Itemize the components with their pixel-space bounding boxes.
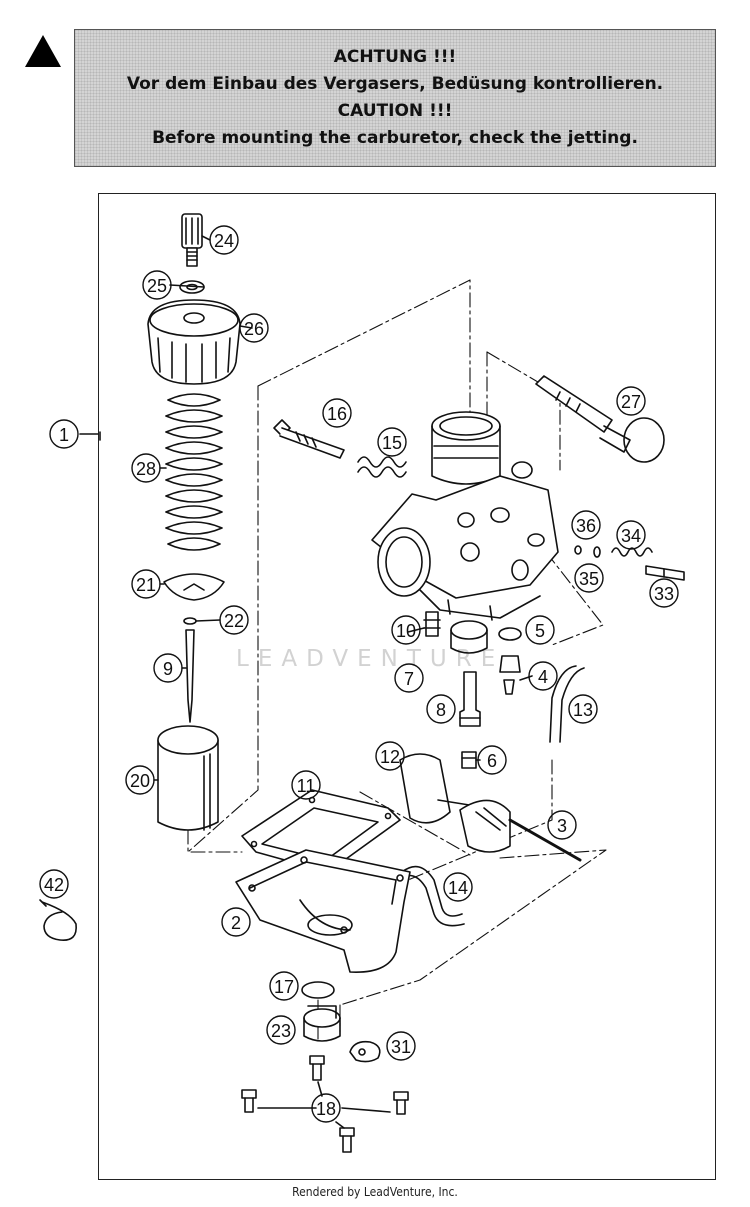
caution-heading-en: CAUTION !!! (337, 101, 453, 121)
callout-7: 7 (404, 669, 414, 689)
caution-text-en: Before mounting the carburetor, check th… (152, 128, 638, 148)
callout-5: 5 (535, 621, 545, 641)
overflow-hose-part (549, 665, 577, 743)
warning-triangle-icon (25, 35, 61, 67)
retainer-plate-part (163, 573, 225, 601)
callout-9: 9 (163, 659, 173, 679)
cable-tie-part (41, 901, 77, 941)
callout-33: 33 (654, 584, 674, 604)
needle-jet-part (459, 671, 481, 727)
float-bowl-part (235, 849, 411, 973)
callout-18: 18 (316, 1099, 336, 1119)
callout-27: 27 (621, 392, 641, 412)
main-jet-part (461, 751, 477, 769)
callout-10: 10 (396, 621, 416, 641)
carburetor-cap-part (147, 299, 241, 385)
callout-8: 8 (436, 700, 446, 720)
callout-17: 17 (274, 977, 294, 997)
drain-plug-o-ring-part (301, 981, 335, 999)
callout-25: 25 (147, 276, 167, 296)
callout-1: 1 (59, 425, 69, 445)
jet-10-part (425, 611, 439, 637)
drain-plug-part (303, 1005, 341, 1042)
air-screw-part (645, 565, 685, 581)
gasket-part (241, 789, 401, 873)
callout-31: 31 (391, 1037, 411, 1057)
diagram-frame (98, 193, 716, 1180)
caution-text-de: Vor dem Einbau des Vergasers, Bedüsung k… (126, 74, 664, 94)
adjuster-screw-part (181, 213, 203, 267)
callout-13: 13 (573, 700, 593, 720)
callout-2: 2 (231, 913, 241, 933)
callout-35: 35 (579, 569, 599, 589)
bowl-screw-parts (241, 1055, 409, 1153)
callout-26: 26 (244, 319, 264, 339)
fuel-hose-part (401, 865, 463, 917)
callout-28: 28 (136, 459, 156, 479)
caution-heading-de: ACHTUNG !!! (333, 47, 457, 67)
callout-12: 12 (380, 747, 400, 767)
caution-notice: ACHTUNG !!! Vor dem Einbau des Vergasers… (74, 29, 716, 167)
jet-needle-part (185, 629, 195, 723)
needle-clip-part (183, 617, 197, 625)
footer-credit: Rendered by LeadVenture, Inc. (292, 1185, 458, 1199)
pilot-spring-part (611, 547, 653, 557)
o-ring-5-part (498, 627, 522, 641)
needle-jet-holder-part (450, 620, 488, 640)
callout-14: 14 (448, 878, 468, 898)
idle-spring-part (357, 456, 407, 468)
idle-screw-part (273, 419, 345, 459)
throttle-slide-part (157, 725, 219, 831)
callout-34: 34 (621, 526, 641, 546)
carburetor-body-part (371, 411, 559, 621)
o-ring-part (593, 546, 601, 558)
washer-part (574, 545, 582, 555)
callout-15: 15 (382, 433, 402, 453)
callout-3: 3 (557, 816, 567, 836)
callout-21: 21 (136, 575, 156, 595)
callout-20: 20 (130, 771, 150, 791)
callout-16: 16 (327, 404, 347, 424)
float-pin-part (508, 818, 582, 862)
watermark-text: LEADVENTURE (236, 646, 505, 672)
float-part (399, 753, 511, 853)
callout-24: 24 (214, 231, 234, 251)
throttle-spring-part (165, 393, 223, 551)
callout-23: 23 (271, 1021, 291, 1041)
float-valve-part (499, 655, 521, 673)
callout-6: 6 (487, 751, 497, 771)
callout-11: 11 (297, 776, 316, 796)
callout-42: 42 (44, 875, 64, 895)
callout-36: 36 (576, 516, 596, 536)
choke-plunger-part (535, 375, 665, 463)
callout-22: 22 (224, 611, 244, 631)
callout-4: 4 (538, 667, 548, 687)
